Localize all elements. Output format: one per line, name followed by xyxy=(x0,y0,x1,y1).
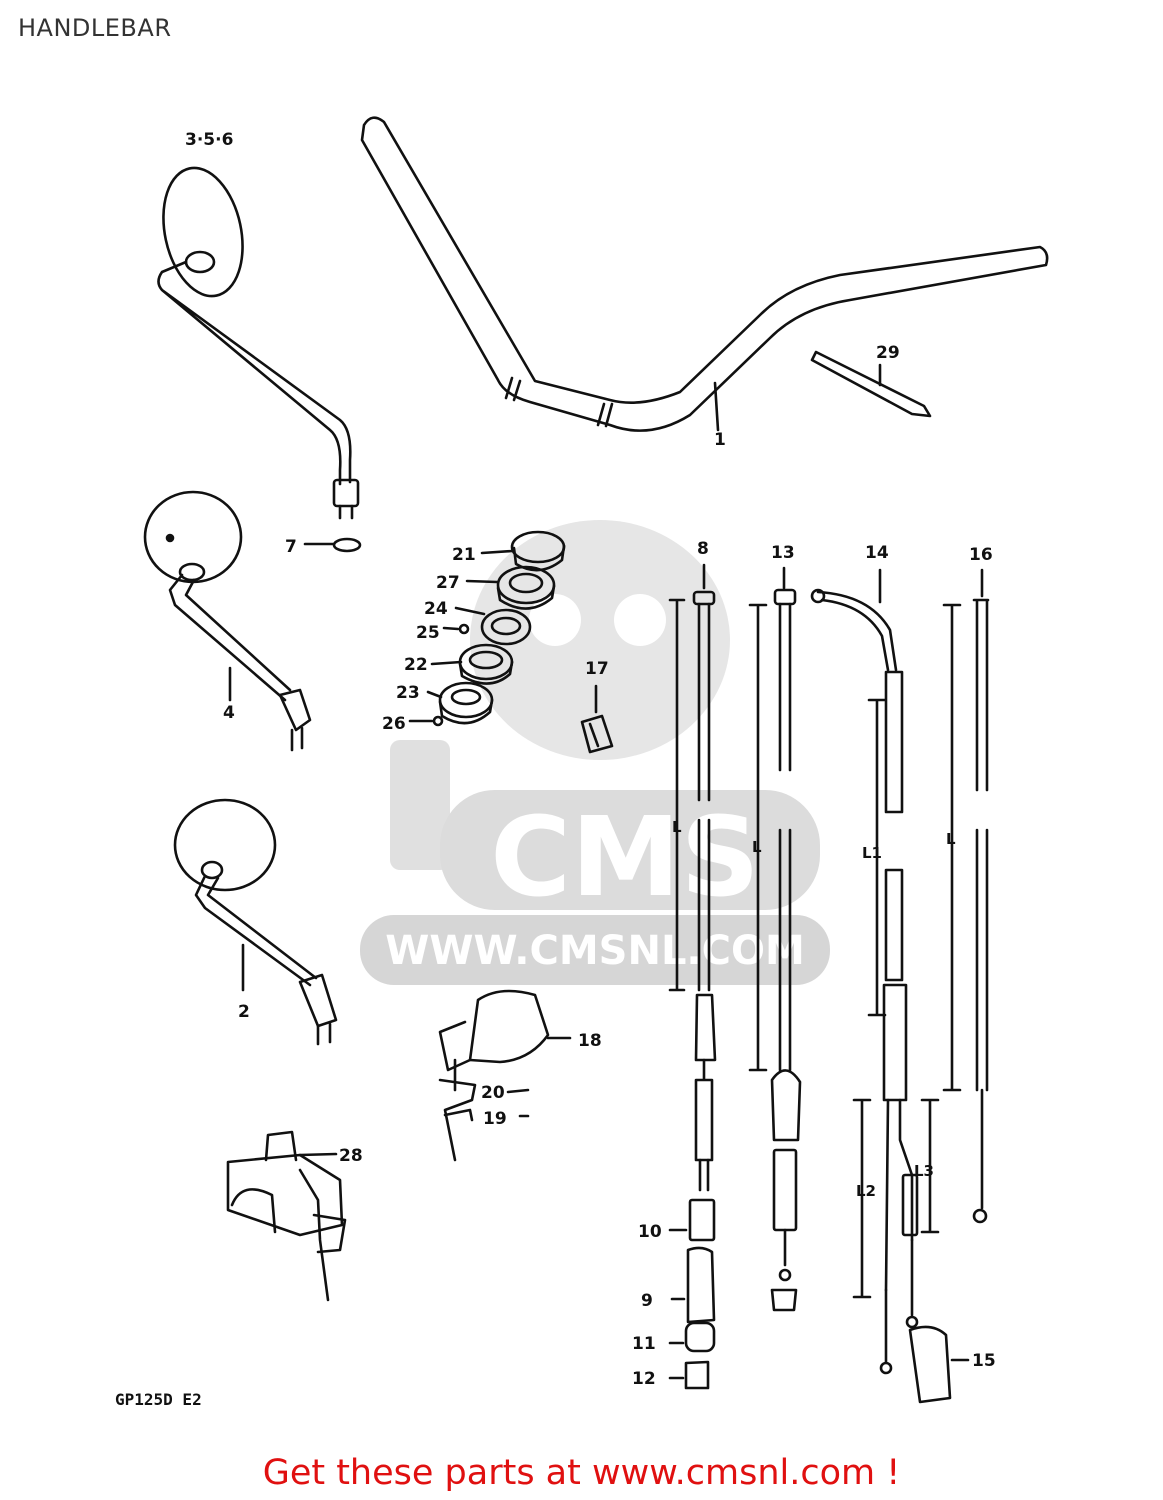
callout-8: 8 xyxy=(697,539,709,559)
callout-2: 2 xyxy=(238,1002,250,1022)
callout-4: 4 xyxy=(223,703,235,723)
page-title: HANDLEBAR xyxy=(18,14,172,42)
callout-16: 16 xyxy=(969,545,993,565)
callout-15: 15 xyxy=(972,1351,996,1371)
footer-promo: Get these parts at www.cmsnl.com ! xyxy=(262,1453,901,1493)
part-17-clip xyxy=(580,684,614,754)
mirror-4-part xyxy=(143,490,312,752)
callout-28: 28 xyxy=(339,1146,363,1166)
callout-23: 23 xyxy=(396,683,420,703)
callout-18: 18 xyxy=(578,1031,602,1051)
callout-7: 7 xyxy=(285,537,297,557)
dimension-l3: L3 xyxy=(914,1162,934,1180)
cms-watermark: CMS WWW.CMSNL.COM xyxy=(360,520,830,985)
callout-27: 27 xyxy=(436,573,460,593)
watermark-url: WWW.CMSNL.COM xyxy=(385,928,805,974)
callout-19: 19 xyxy=(483,1109,507,1129)
dimension-l1: L1 xyxy=(862,844,882,862)
cable-16 xyxy=(942,568,990,1224)
dimension-l-cable-13: L xyxy=(752,838,762,856)
callout-25: 25 xyxy=(416,623,440,643)
dimension-l2: L2 xyxy=(856,1182,876,1200)
callout-9: 9 xyxy=(641,1291,653,1311)
part-18-ignition-switch xyxy=(438,989,572,1162)
callout-29: 29 xyxy=(876,343,900,363)
cable-13 xyxy=(748,566,802,1312)
handlebar-part xyxy=(360,116,1049,432)
cable-14 xyxy=(810,568,970,1404)
model-code: GP125D E2 xyxy=(115,1390,202,1409)
diagram-lines xyxy=(143,116,1049,1404)
callout-21: 21 xyxy=(452,545,476,565)
callout-11: 11 xyxy=(632,1334,656,1354)
part-29-strap xyxy=(810,350,932,418)
mirror-2-part xyxy=(173,798,338,1046)
part-7-washer xyxy=(332,537,362,553)
callout-26: 26 xyxy=(382,714,406,734)
callout-24: 24 xyxy=(424,599,448,619)
callout-20: 20 xyxy=(481,1083,505,1103)
mirror-356-part xyxy=(157,166,360,520)
callout-10: 10 xyxy=(638,1222,662,1242)
callout-17: 17 xyxy=(585,659,609,679)
callout-12: 12 xyxy=(632,1369,656,1389)
callout-14: 14 xyxy=(865,543,889,563)
cable-8 xyxy=(668,563,717,1390)
callout-356: 3·5·6 xyxy=(185,130,233,150)
ignition-stack xyxy=(408,530,566,727)
callout-1: 1 xyxy=(714,430,726,450)
dimension-l-cable-16: L xyxy=(946,830,956,848)
dimension-l-cable-8: L xyxy=(672,818,682,836)
callout-22: 22 xyxy=(404,655,428,675)
callout-labels: 3·5·6 1 29 7 4 2 21 27 24 25 22 23 26 17… xyxy=(185,130,996,1389)
part-28-lock xyxy=(226,1130,347,1302)
watermark-brand: CMS xyxy=(490,793,759,921)
callout-13: 13 xyxy=(771,543,795,563)
